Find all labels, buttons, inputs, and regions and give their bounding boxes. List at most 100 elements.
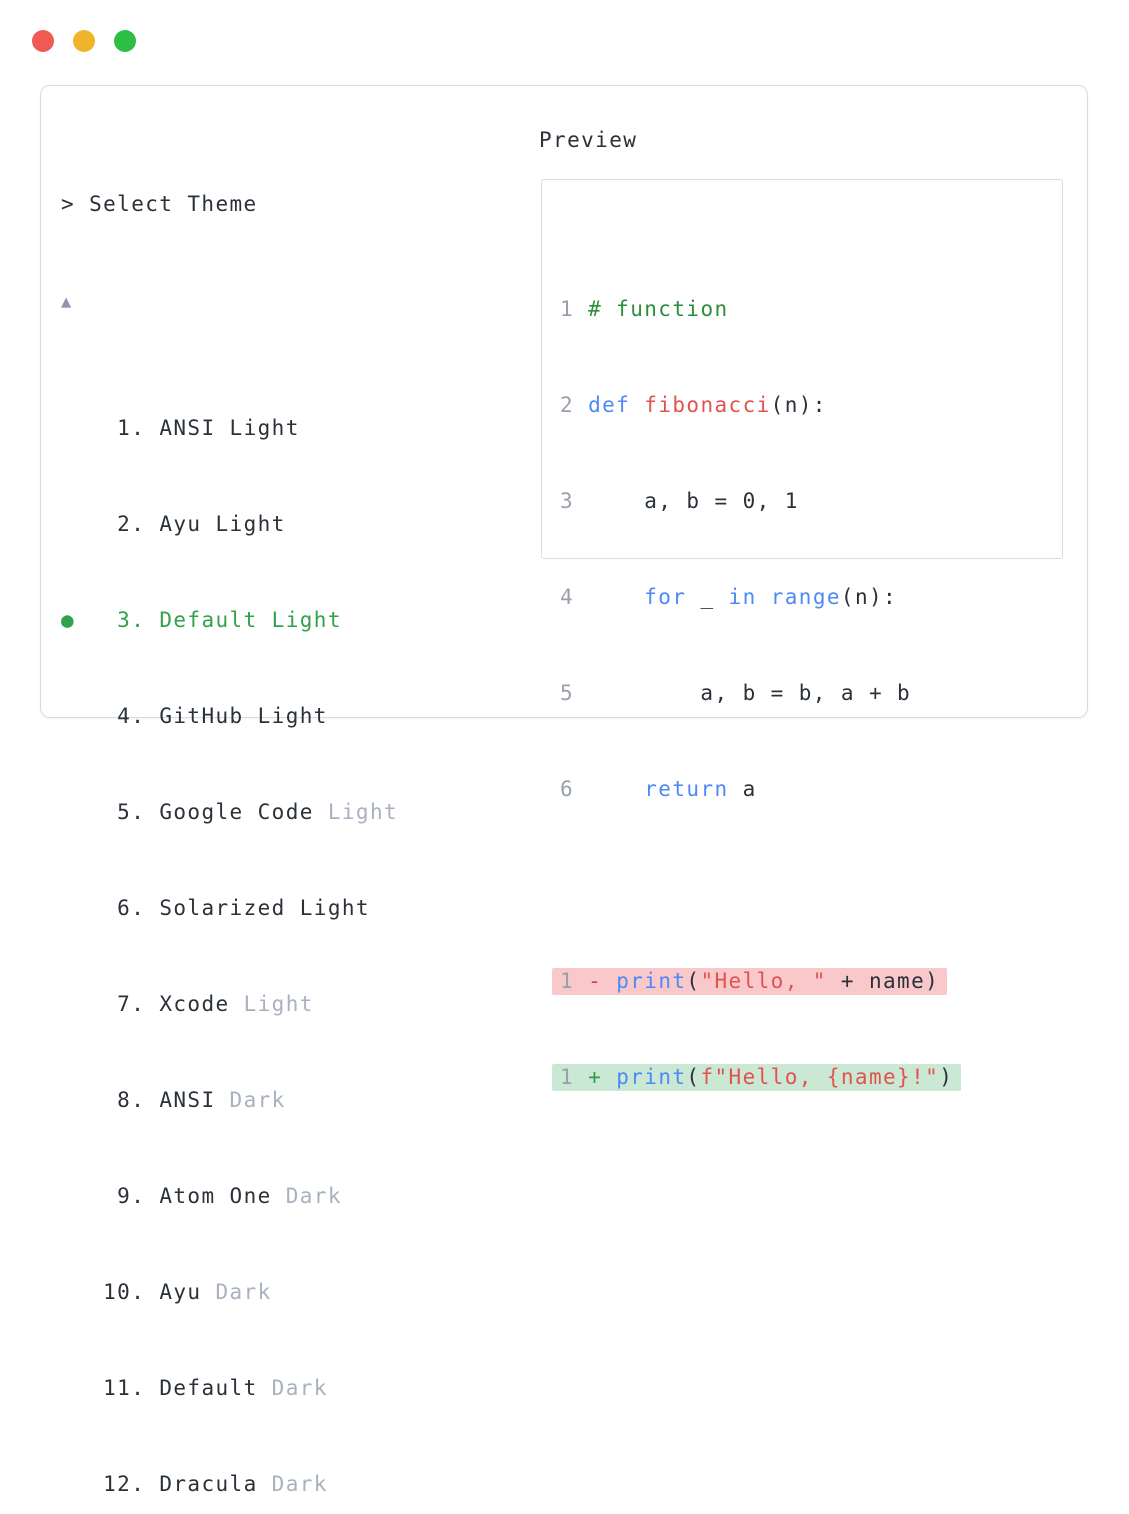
code-token: a, b = b, a + b bbox=[574, 681, 912, 705]
line-number: 5 bbox=[560, 681, 575, 705]
option-number: 5. bbox=[61, 800, 160, 824]
code-token bbox=[602, 1065, 616, 1089]
option-variant: Dark bbox=[271, 1184, 342, 1208]
keyword-token: in bbox=[728, 585, 757, 609]
theme-option-default-light[interactable]: ● 3. Default Light bbox=[61, 604, 890, 636]
code-line-3: 3 a, b = 0, 1 bbox=[560, 485, 961, 517]
window-controls bbox=[32, 30, 136, 52]
preview-label: Preview bbox=[539, 128, 638, 152]
diff-removed-highlight: 1 - print("Hello, " + name) bbox=[552, 968, 948, 995]
code-sample: 1 # function 2 def fibonacci(n): 3 a, b … bbox=[552, 229, 962, 1157]
code-token bbox=[574, 777, 644, 801]
code-token bbox=[757, 585, 771, 609]
diff-line-removed: 1 - print("Hello, " + name) bbox=[552, 965, 961, 997]
code-token bbox=[574, 969, 588, 993]
keyword-token: print bbox=[616, 1065, 687, 1089]
code-token: + name) bbox=[826, 969, 940, 993]
theme-option-dracula-dark[interactable]: 12. Dracula Dark bbox=[61, 1468, 890, 1500]
window-minimize-button[interactable] bbox=[73, 30, 95, 52]
keyword-token: def bbox=[588, 393, 631, 417]
option-variant: Dark bbox=[257, 1376, 328, 1400]
diff-added-highlight: 1 + print(f"Hello, {name}!") bbox=[552, 1064, 962, 1091]
code-token bbox=[574, 393, 588, 417]
line-number: 1 bbox=[560, 969, 575, 993]
code-line-5: 5 a, b = b, a + b bbox=[560, 677, 961, 709]
code-token: (n): bbox=[840, 585, 898, 609]
option-name: Default bbox=[159, 1376, 258, 1400]
code-token bbox=[630, 393, 644, 417]
code-token: a bbox=[728, 777, 757, 801]
selected-bullet-icon: ● bbox=[61, 608, 76, 632]
code-token bbox=[574, 585, 644, 609]
function-name-token: fibonacci bbox=[644, 393, 771, 417]
line-number: 1 bbox=[560, 297, 575, 321]
code-line-1: 1 # function bbox=[560, 293, 961, 325]
code-token: (n): bbox=[770, 393, 827, 417]
comment-token: # function bbox=[588, 297, 729, 321]
option-name: Google Code bbox=[159, 800, 314, 824]
option-number: 11. bbox=[61, 1376, 160, 1400]
option-name: ANSI bbox=[159, 1088, 216, 1112]
code-token: ( bbox=[686, 969, 701, 993]
theme-option-default-dark[interactable]: 11. Default Dark bbox=[61, 1372, 890, 1404]
string-token: "Hello, " bbox=[700, 969, 827, 993]
theme-option-ansi-light[interactable]: 1. ANSI Light bbox=[61, 412, 890, 444]
option-variant: Light bbox=[229, 992, 314, 1016]
code-token: ( bbox=[686, 1065, 701, 1089]
preview-pane: 1 # function 2 def fibonacci(n): 3 a, b … bbox=[541, 179, 1063, 1091]
keyword-token: print bbox=[616, 969, 687, 993]
option-variant: Dark bbox=[257, 1472, 328, 1496]
option-name: Atom One bbox=[159, 1184, 272, 1208]
theme-option-ayu-dark[interactable]: 10. Ayu Dark bbox=[61, 1276, 890, 1308]
theme-option-ayu-light[interactable]: 2. Ayu Light bbox=[61, 508, 890, 540]
theme-option-github-light[interactable]: 4. GitHub Light bbox=[61, 700, 890, 732]
option-number: 9. bbox=[61, 1184, 160, 1208]
option-variant: Dark bbox=[215, 1088, 286, 1112]
triangle-up-icon: ▲ bbox=[61, 292, 73, 312]
option-name: Ayu bbox=[159, 1280, 202, 1304]
diff-line-added: 1 + print(f"Hello, {name}!") bbox=[552, 1061, 962, 1093]
line-number: 3 bbox=[560, 489, 575, 513]
scroll-up-indicator[interactable]: ▲ bbox=[61, 284, 890, 316]
diff-plus-sign: + bbox=[588, 1065, 603, 1089]
code-token: a, b = 0, 1 bbox=[574, 489, 799, 513]
theme-option-atom-one-dark[interactable]: 9. Atom One Dark bbox=[61, 1180, 890, 1212]
option-name: ANSI Light bbox=[159, 416, 300, 440]
keyword-token: for bbox=[644, 585, 687, 609]
option-name: GitHub Light bbox=[159, 704, 328, 728]
option-variant: Dark bbox=[201, 1280, 272, 1304]
select-theme-prompt: > Select Theme bbox=[61, 192, 258, 216]
code-token: ) bbox=[939, 1065, 954, 1089]
option-number: 3. bbox=[75, 608, 160, 632]
option-number: 4. bbox=[61, 704, 160, 728]
code-blank-line bbox=[560, 869, 961, 901]
window-zoom-button[interactable] bbox=[114, 30, 136, 52]
string-token: f"Hello, {name}!" bbox=[700, 1065, 940, 1089]
code-token bbox=[574, 297, 588, 321]
window-close-button[interactable] bbox=[32, 30, 54, 52]
line-number: 2 bbox=[560, 393, 575, 417]
option-name: Ayu Light bbox=[159, 512, 286, 536]
option-variant: Light bbox=[313, 800, 399, 824]
code-line-4: 4 for _ in range(n): bbox=[560, 581, 961, 613]
code-line-6: 6 return a bbox=[560, 773, 961, 805]
line-number: 6 bbox=[560, 777, 575, 801]
option-number: 7. bbox=[61, 992, 160, 1016]
option-number: 8. bbox=[61, 1088, 160, 1112]
option-number: 12. bbox=[61, 1472, 160, 1496]
option-name: Dracula bbox=[159, 1472, 258, 1496]
keyword-token: return bbox=[644, 777, 729, 801]
option-number: 1. bbox=[61, 416, 160, 440]
option-number: 10. bbox=[61, 1280, 160, 1304]
code-token: _ bbox=[686, 585, 729, 609]
code-token bbox=[602, 969, 616, 993]
builtin-token: range bbox=[770, 585, 841, 609]
option-name: Xcode bbox=[159, 992, 230, 1016]
code-token bbox=[574, 1065, 588, 1089]
option-number: 2. bbox=[61, 512, 160, 536]
theme-selector-panel: > Select Theme ▲ 1. ANSI Light 2. Ayu Li… bbox=[40, 85, 1088, 1496]
option-name: Default Light bbox=[159, 608, 342, 632]
line-number: 1 bbox=[560, 1065, 575, 1089]
diff-minus-sign: - bbox=[588, 969, 603, 993]
option-name: Solarized Light bbox=[159, 896, 370, 920]
